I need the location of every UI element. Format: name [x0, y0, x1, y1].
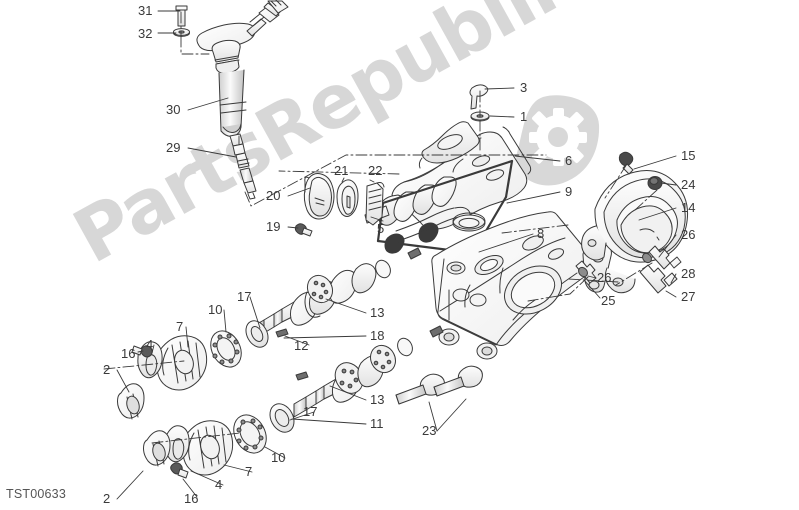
part-16-bolt-upper	[131, 345, 153, 358]
callout-16-upper: 16	[121, 346, 136, 361]
part-10-bearing-upper	[210, 330, 242, 368]
part-7-pulley-lower	[182, 420, 234, 476]
callout-14: 14	[681, 200, 696, 215]
leader-lines	[116, 10, 677, 500]
callout-2-upper: 2	[103, 362, 111, 377]
callout-10-upper: 10	[208, 302, 223, 317]
part-31-screw	[175, 5, 188, 27]
part-27-oil-union	[639, 264, 678, 294]
callout-13-upper: 13	[370, 305, 385, 320]
callout-6: 6	[565, 153, 573, 168]
callout-23: 23	[422, 423, 437, 438]
part-17-oil-seal-upper	[245, 320, 269, 348]
diagram-code: TST00633	[6, 487, 66, 501]
callout-24: 24	[681, 177, 696, 192]
part-3-cover-bolt	[469, 84, 489, 110]
part-28-union-fitting	[648, 245, 682, 270]
callout-22: 22	[368, 163, 383, 178]
part-21-sensor-gasket	[336, 179, 359, 217]
callout-13-lower: 13	[370, 392, 385, 407]
callout-27: 27	[681, 289, 696, 304]
part-20-sensor-cover	[303, 173, 335, 220]
part-8-cover-seal	[452, 212, 486, 232]
part-23-head-bolt-b	[433, 365, 483, 397]
callout-18: 18	[370, 328, 385, 343]
assembly-axis-lines	[103, 11, 658, 444]
callout-31: 31	[138, 3, 153, 18]
callout-11: 11	[370, 416, 384, 431]
callout-2-lower: 2	[103, 491, 111, 506]
part-4-washer-lower	[164, 425, 190, 463]
callout-20: 20	[266, 188, 281, 203]
callout-3: 3	[520, 80, 528, 95]
part-11-camshaft-intake	[293, 325, 444, 418]
callout-26-left: 26	[597, 270, 612, 285]
part-7-pulley-upper	[156, 335, 208, 391]
part-12-key-lower	[295, 371, 309, 381]
callout-10-lower: 10	[271, 450, 286, 465]
part-30-ignition-coil	[196, 0, 289, 137]
callout-26-right: 26	[681, 227, 696, 242]
part-19-sensor-screw	[294, 223, 313, 237]
callout-4-upper: 4	[146, 337, 154, 352]
callout-32: 32	[138, 26, 153, 41]
part-26-seal-washer-right	[642, 252, 652, 264]
part-26-seal-washer-left	[578, 266, 588, 278]
callout-16-lower: 16	[184, 491, 199, 506]
part-2-nut-lower	[143, 430, 171, 467]
part-16-bolt-lower	[170, 462, 189, 479]
callout-9: 9	[565, 184, 573, 199]
part-12-key-upper	[275, 328, 289, 338]
part-10-bearing-lower	[233, 414, 267, 454]
part-2-nut-upper	[117, 383, 145, 420]
callout-30: 30	[166, 102, 181, 117]
callout-4-lower: 4	[215, 477, 223, 492]
part-18-camshaft-exhaust	[251, 247, 422, 341]
callout-1: 1	[520, 109, 528, 124]
callout-19: 19	[266, 219, 281, 234]
callout-17-upper: 17	[237, 289, 252, 304]
callout-29: 29	[166, 140, 181, 155]
callout-17-lower: 17	[303, 404, 318, 419]
callout-21: 21	[334, 163, 349, 178]
callout-8: 8	[537, 226, 545, 241]
part-15-cover-stud	[618, 151, 634, 175]
callout-25: 25	[601, 293, 616, 308]
callout-5: 5	[377, 221, 385, 236]
part-24-dowel-pin	[647, 176, 663, 190]
callout-7-lower: 7	[245, 464, 253, 479]
callout-15: 15	[681, 148, 696, 163]
part-32-washer	[173, 28, 190, 37]
part-17-oil-seal-lower	[269, 403, 295, 433]
callout-12-upper: 12	[294, 338, 309, 353]
part-22-timing-sensor	[365, 182, 385, 226]
callout-28: 28	[681, 266, 696, 281]
callout-7-upper: 7	[176, 319, 184, 334]
part-29-spark-plug	[229, 133, 257, 200]
